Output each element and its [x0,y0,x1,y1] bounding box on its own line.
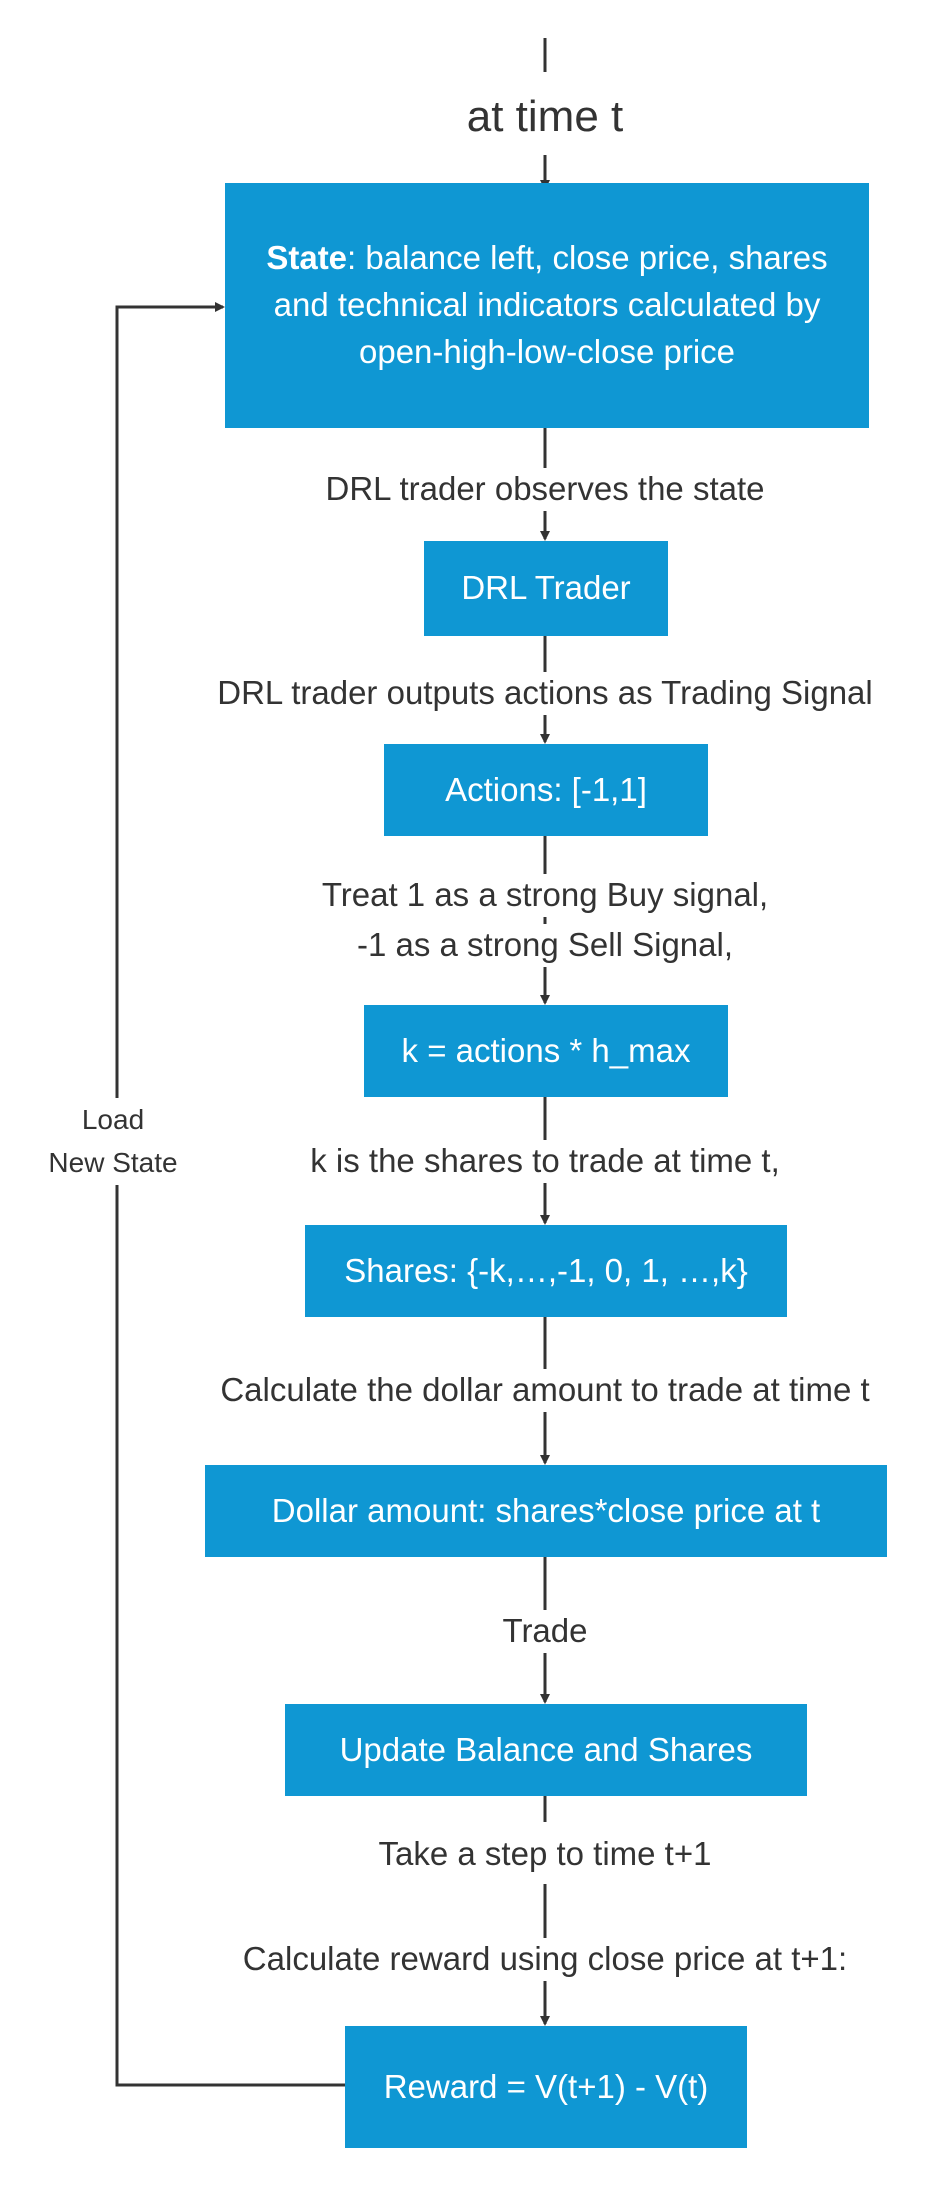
state-bold-label: State [266,239,348,277]
shares-box: Shares: {-k,…,-1, 0, 1, …,k} [305,1225,787,1317]
shares-text: Shares: {-k,…,-1, 0, 1, …,k} [344,1251,748,1289]
reward-text: Reward = V(t+1) - V(t) [383,2067,709,2105]
reward-box: Reward = V(t+1) - V(t) [345,2026,747,2148]
update-balance-box: Update Balance and Shares [285,1704,807,1796]
reward-calc-label: Calculate reward using close price at t+… [242,1938,848,1981]
shares-definition-label: k is the shares to trade at time t, [310,1140,780,1183]
actions-output-label: DRL trader outputs actions as Trading Si… [217,672,873,715]
actions-box: Actions: [-1,1] [384,744,708,836]
observe-label: DRL trader observes the state [325,468,765,511]
buy-signal-label: Treat 1 as a strong Buy signal, [321,874,769,917]
trade-label: Trade [502,1610,588,1653]
loop-label-line-1: Load [81,1104,145,1135]
state-box-text: State: balance left, close price, shares… [225,235,869,376]
actions-text: Actions: [-1,1] [445,770,647,808]
loop-label: Load New State [48,1098,178,1185]
time-label: at time t [466,88,624,146]
k-formula-text: k = actions * h_max [401,1031,691,1069]
drl-trader-text: DRL Trader [461,569,631,607]
loop-label-line-2: New State [48,1147,178,1179]
dollar-calc-label: Calculate the dollar amount to trade at … [220,1369,870,1412]
loop-back-connector [115,302,345,2087]
drl-trader-box: DRL Trader [424,541,668,636]
state-description: : balance left, close price, shares and … [273,239,828,370]
sell-signal-label: -1 as a strong Sell Signal, [356,924,734,967]
dollar-amount-text: Dollar amount: shares*close price at t [271,1491,821,1529]
dollar-amount-box: Dollar amount: shares*close price at t [205,1465,887,1557]
state-box: State: balance left, close price, shares… [225,183,869,428]
update-balance-text: Update Balance and Shares [339,1730,753,1768]
time-step-label: Take a step to time t+1 [378,1833,712,1876]
k-formula-box: k = actions * h_max [364,1005,728,1097]
